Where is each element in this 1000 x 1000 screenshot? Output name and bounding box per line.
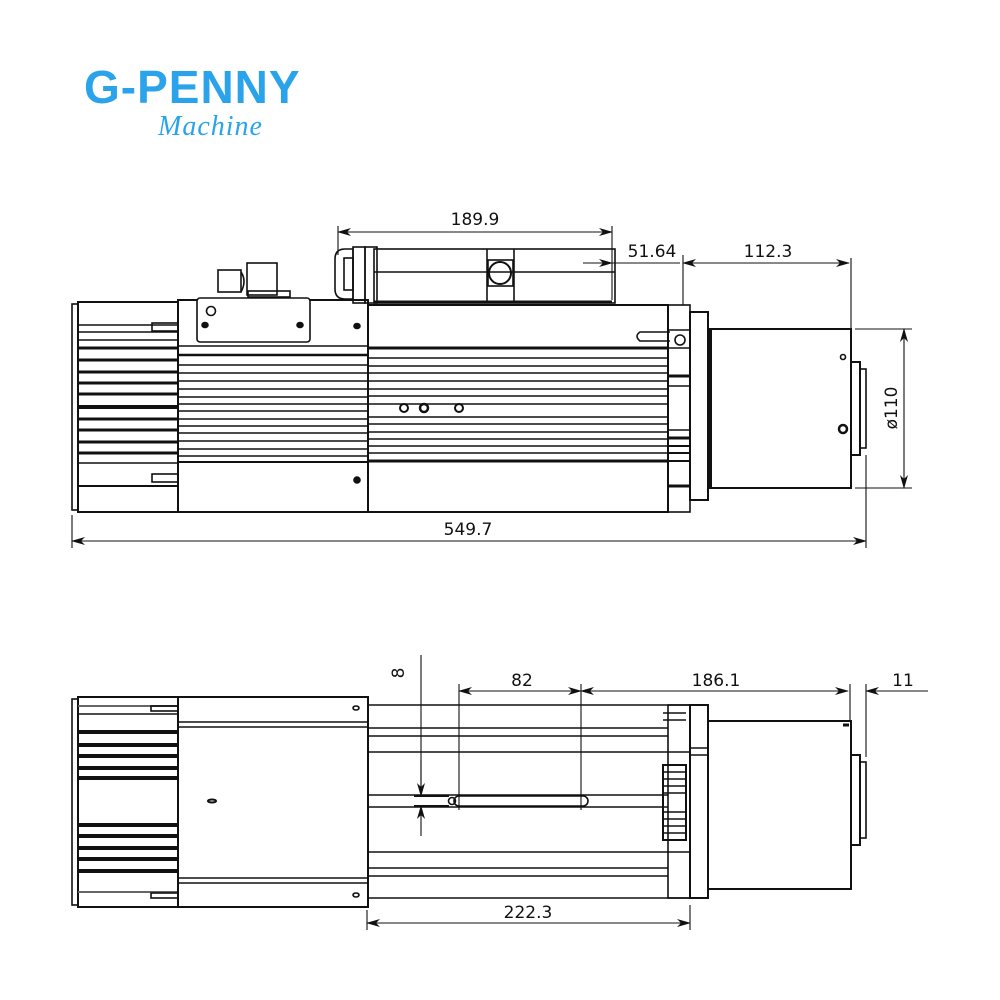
- side-view-labels: 189.9 51.64 112.3 ø110 549.7: [444, 210, 902, 540]
- brand-title: G-PENNY: [84, 61, 301, 113]
- bottom-view: [71, 696, 867, 908]
- motor-body: [177, 262, 369, 513]
- brand-subtitle: Machine: [158, 111, 263, 142]
- motor-body-bottom: [177, 696, 369, 908]
- brand-logo: G-PENNY Machine: [84, 61, 301, 142]
- terminal-box: [373, 248, 616, 304]
- dim-222-3: 222.3: [504, 903, 553, 923]
- bottom-view-labels: 8 82 186.1 11 222.3: [389, 668, 914, 923]
- dim-dia-110: ø110: [882, 387, 902, 430]
- spindle-nose-bottom: [707, 720, 867, 890]
- dim-82: 82: [511, 671, 533, 691]
- side-view-dimensions: [71, 226, 912, 548]
- dim-11: 11: [892, 671, 914, 691]
- bottom-view-dimensions: [366, 655, 928, 930]
- motor-housing-bottom: [367, 697, 709, 907]
- cable-gland: [334, 248, 354, 300]
- side-view: [71, 246, 867, 513]
- air-fitting: [217, 269, 242, 293]
- dim-549-7: 549.7: [444, 520, 493, 540]
- keyway-slot: [453, 795, 589, 807]
- dim-186-1: 186.1: [692, 671, 741, 691]
- fan-cap-bottom: [71, 696, 179, 908]
- dim-189-9: 189.9: [451, 210, 500, 230]
- dim-51-64: 51.64: [628, 242, 677, 262]
- dim-112-3: 112.3: [744, 242, 793, 262]
- spindle-nose: [707, 328, 867, 489]
- dim-8: 8: [389, 668, 409, 679]
- motor-housing: [334, 246, 709, 513]
- fan-cap: [71, 301, 179, 513]
